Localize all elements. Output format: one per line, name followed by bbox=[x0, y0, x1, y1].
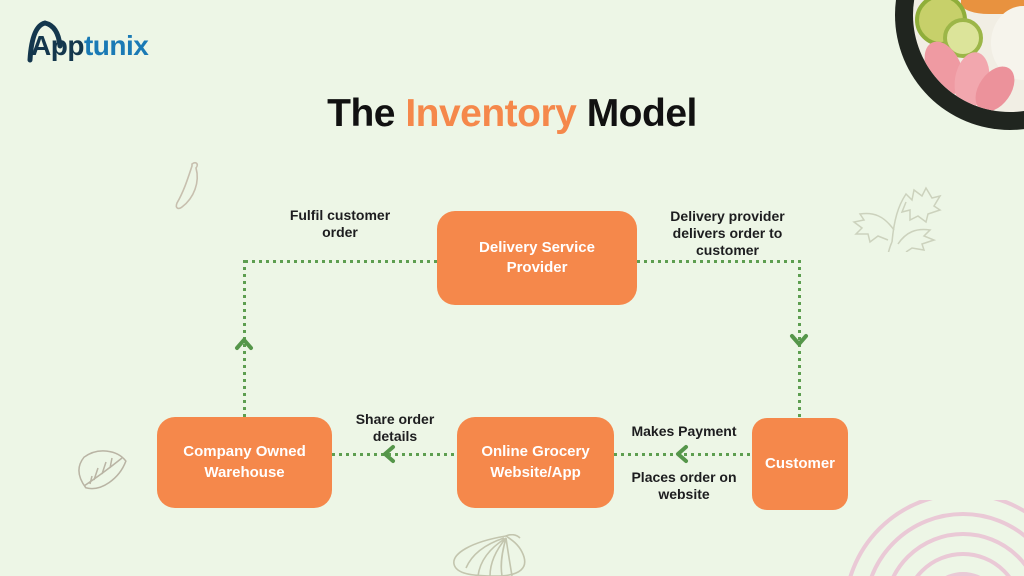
node-customer: Customer bbox=[752, 418, 848, 510]
parsley-sketch-icon bbox=[852, 186, 942, 252]
logo-text-prefix: App bbox=[31, 30, 84, 61]
apptunix-arch-icon bbox=[27, 20, 63, 63]
edge-label-places-order: Places order on website bbox=[631, 469, 737, 502]
logo-text-suffix: tunix bbox=[83, 30, 149, 61]
connector-delivery-to-customer-horizontal bbox=[637, 260, 800, 263]
node-company-owned-warehouse: Company Owned Warehouse bbox=[157, 417, 332, 508]
connector-delivery-to-customer-vertical bbox=[798, 260, 801, 418]
node-online-grocery-website-app: Online Grocery Website/App bbox=[457, 417, 614, 508]
apptunix-logo: Apptunix bbox=[24, 16, 174, 66]
connector-warehouse-to-delivery-horizontal bbox=[245, 260, 437, 263]
onion-sketch-icon bbox=[453, 534, 526, 576]
node-delivery-service-provider: Delivery Service Provider bbox=[437, 211, 637, 305]
onion-rings-sketch-icon bbox=[848, 500, 1024, 576]
arrow-left-icon bbox=[383, 445, 395, 463]
edge-label-makes-payment: Makes Payment bbox=[631, 423, 737, 439]
title-post: Model bbox=[576, 92, 698, 135]
connector-customer-to-grocery bbox=[614, 453, 752, 456]
edge-label-share-order-details: Share order details bbox=[355, 411, 435, 444]
logo-wordmark: Apptunix bbox=[31, 30, 149, 62]
leaf-sketch-icon bbox=[78, 450, 127, 490]
title-pre: The bbox=[327, 92, 406, 135]
title-highlight: Inventory bbox=[405, 92, 577, 135]
page-title: The Inventory Model bbox=[0, 92, 1024, 136]
edge-label-delivery-provider-delivers: Delivery provider delivers order to cust… bbox=[670, 208, 785, 258]
connector-grocery-to-warehouse bbox=[332, 453, 457, 456]
edge-label-fulfil-customer-order: Fulfil customer order bbox=[289, 207, 391, 240]
arrow-left-icon bbox=[676, 445, 688, 463]
chili-sketch-icon bbox=[175, 161, 199, 210]
salad-bowl-contents bbox=[913, 0, 1024, 112]
arrow-up-icon bbox=[235, 338, 253, 350]
arrow-down-icon bbox=[790, 334, 808, 346]
